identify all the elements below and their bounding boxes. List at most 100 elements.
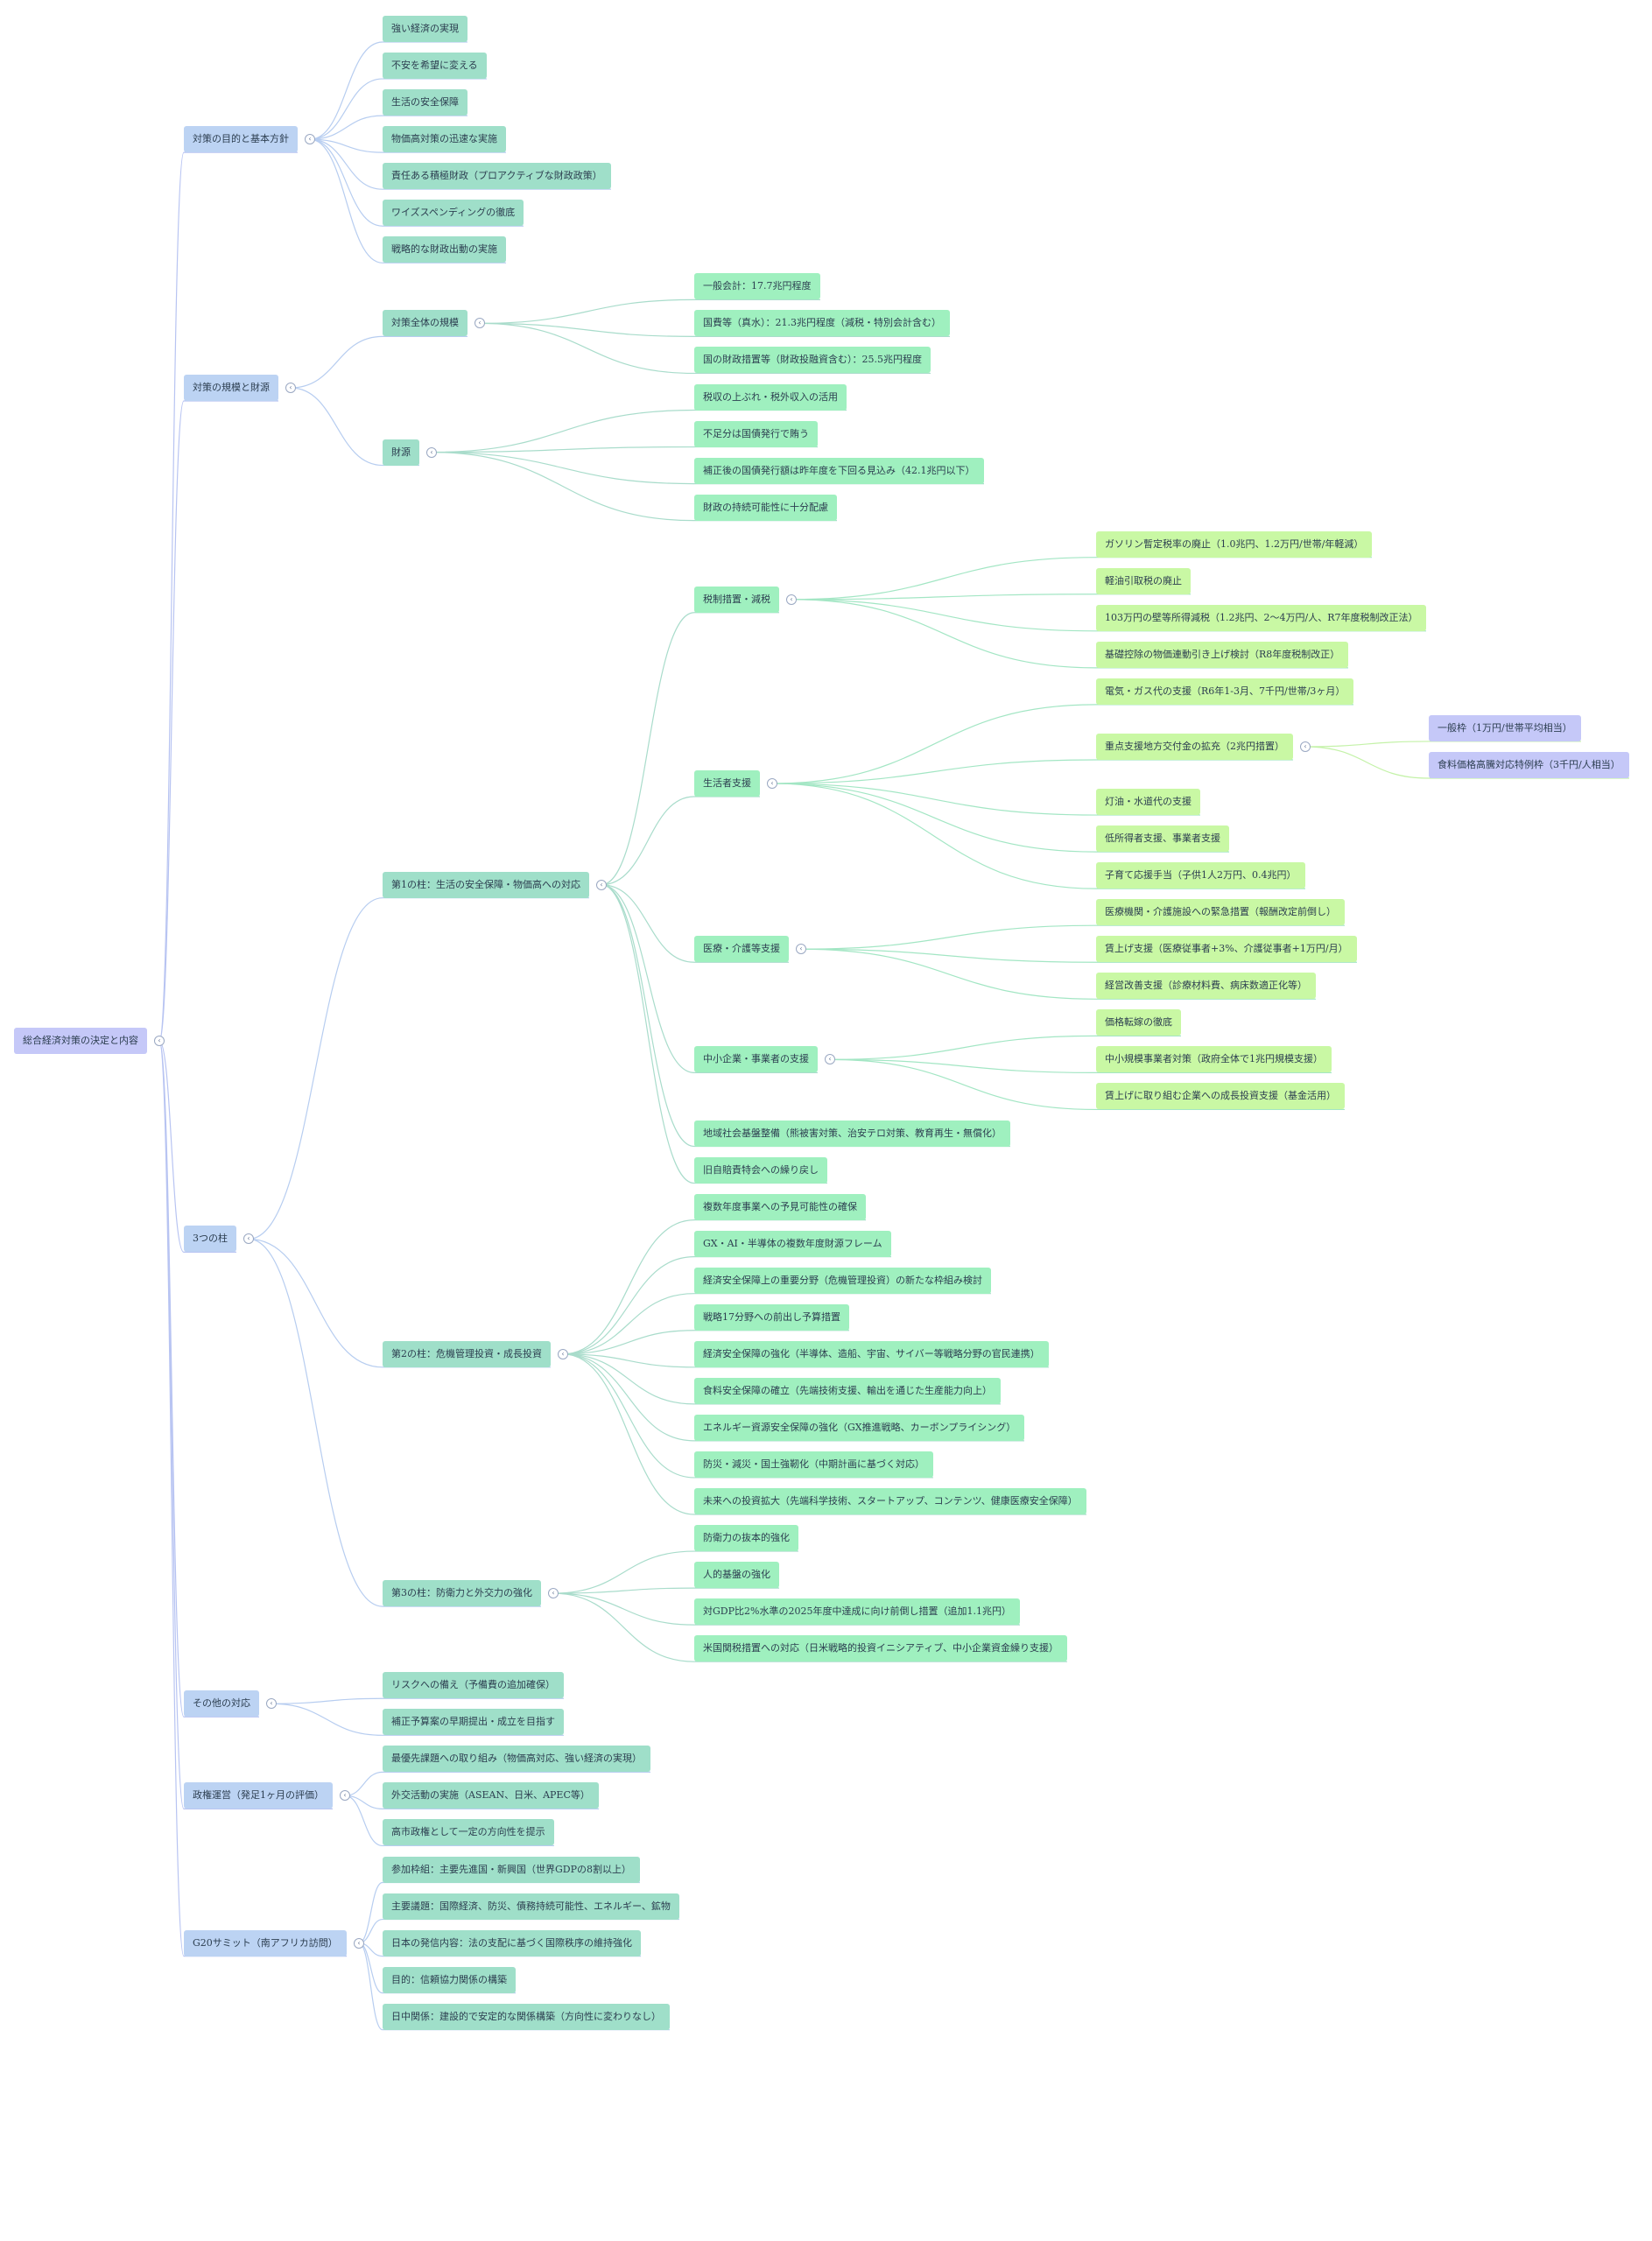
- node-depth-2[interactable]: 生活の安全保障: [383, 89, 467, 116]
- node-depth-3[interactable]: 税収の上ぶれ・税外収入の活用: [694, 383, 847, 411]
- node-depth-3[interactable]: 税制措置・減税: [694, 586, 779, 613]
- node-depth-4[interactable]: 低所得者支援、事業者支援: [1096, 825, 1229, 853]
- root-node[interactable]: 総合経済対策の決定と内容: [14, 1028, 147, 1055]
- node-depth-3[interactable]: 経済安全保障上の重要分野（危機管理投資）の新たな枠組み検討: [694, 1267, 991, 1294]
- connector-line: [309, 78, 487, 140]
- node-depth-3[interactable]: 人的基盤の強化: [694, 1562, 779, 1589]
- node-depth-3[interactable]: 対GDP比2%水準の2025年度中達成に向け前倒し措置（追加1.1兆円）: [694, 1598, 1020, 1626]
- collapse-toggle-icon[interactable]: ‹: [767, 778, 777, 790]
- node-depth-3[interactable]: エネルギー資源安全保障の強化（GX推進戦略、カーボンプライシング）: [694, 1414, 1025, 1441]
- node-depth-1[interactable]: 政権運営（発足1ヶ月の評価）: [184, 1782, 333, 1809]
- node-depth-2[interactable]: 物価高対策の迅速な実施: [383, 126, 506, 153]
- node-depth-3[interactable]: 戦略17分野への前出し予算措置: [694, 1303, 849, 1331]
- node-depth-2[interactable]: 強い経済の実現: [383, 16, 467, 42]
- collapse-toggle-icon[interactable]: ‹: [154, 1036, 165, 1047]
- node-depth-5[interactable]: 食料価格高騰対応特例枠（3千円/人相当）: [1429, 752, 1629, 778]
- node-depth-4[interactable]: 経営改善支援（診療材料費、病床数適正化等）: [1096, 973, 1316, 1000]
- node-depth-2[interactable]: 日中関係：建設的で安定的な関係構築（方向性に変わりなし）: [383, 2003, 670, 2030]
- collapse-toggle-icon[interactable]: ‹: [285, 382, 296, 393]
- node-depth-4[interactable]: 価格転嫁の徹底: [1096, 1009, 1181, 1036]
- node-depth-1[interactable]: その他の対応: [184, 1690, 259, 1718]
- node-depth-4[interactable]: 重点支援地方交付金の拡充（2兆円措置）: [1096, 733, 1293, 760]
- node-depth-2[interactable]: 外交活動の実施（ASEAN、日米、APEC等）: [383, 1782, 599, 1809]
- node-depth-2[interactable]: 参加枠組：主要先進国・新興国（世界GDPの8割以上）: [383, 1856, 641, 1883]
- collapse-toggle-icon[interactable]: ‹: [1300, 741, 1311, 752]
- node-depth-3[interactable]: 旧自賠責特会への繰り戻し: [694, 1156, 827, 1184]
- connector-line: [479, 299, 820, 324]
- node-depth-3[interactable]: 複数年度事業への予見可能性の確保: [694, 1193, 866, 1220]
- node-depth-1[interactable]: 対策の目的と基本方針: [184, 126, 298, 153]
- collapse-toggle-icon[interactable]: ‹: [475, 318, 485, 329]
- collapse-toggle-icon[interactable]: ‹: [796, 944, 806, 955]
- node-depth-3[interactable]: 一般会計：17.7兆円程度: [694, 273, 820, 300]
- node-depth-3[interactable]: 地域社会基盤整備（熊被害対策、治安テロ対策、教育再生・無償化）: [694, 1120, 1010, 1147]
- node-depth-3[interactable]: 生活者支援: [694, 770, 760, 797]
- node-depth-2[interactable]: 主要議題：国際経済、防災、債務持続可能性、エネルギー、鉱物: [383, 1893, 679, 1920]
- node-depth-3[interactable]: 医療・介護等支援: [694, 936, 789, 963]
- node-depth-4[interactable]: 賃上げ支援（医療従事者+3%、介護従事者+1万円/月）: [1096, 936, 1357, 963]
- collapse-toggle-icon[interactable]: ‹: [266, 1698, 277, 1710]
- node-depth-5[interactable]: 一般枠（1万円/世帯平均相当）: [1429, 714, 1581, 741]
- connector-line: [791, 599, 1426, 632]
- node-depth-2[interactable]: 財源: [383, 439, 419, 466]
- collapse-toggle-icon[interactable]: ‹: [825, 1054, 835, 1065]
- node-depth-3[interactable]: 経済安全保障の強化（半導体、造船、宇宙、サイバー等戦略分野の官民連携）: [694, 1340, 1049, 1367]
- node-depth-3[interactable]: 国費等（真水）：21.3兆円程度（減税・特別会計含む）: [694, 310, 950, 337]
- node-depth-2[interactable]: 不安を希望に変える: [383, 53, 487, 80]
- node-depth-3[interactable]: 財政の持続可能性に十分配慮: [694, 494, 837, 521]
- node-depth-4[interactable]: ガソリン暫定税率の廃止（1.0兆円、1.2万円/世帯/年軽減）: [1096, 530, 1373, 558]
- node-depth-2[interactable]: 戦略的な財政出動の実施: [383, 236, 506, 263]
- node-depth-3[interactable]: GX・AI・半導体の複数年度財源フレーム: [694, 1230, 891, 1257]
- node-depth-4[interactable]: 軽油引取税の廃止: [1096, 567, 1191, 594]
- collapse-toggle-icon[interactable]: ‹: [340, 1790, 350, 1802]
- node-depth-3[interactable]: 未来への投資拡大（先端科学技術、スタートアップ、コンテンツ、健康医療安全保障）: [694, 1488, 1086, 1514]
- node-depth-3[interactable]: 食料安全保障の確立（先端技術支援、輸出を通じた生産能力向上）: [694, 1377, 1001, 1404]
- node-depth-2[interactable]: ワイズスペンディングの徹底: [383, 200, 524, 227]
- node-depth-2[interactable]: 最優先課題への取り組み（物価高対応、強い経済の実現）: [383, 1746, 650, 1773]
- node-depth-4[interactable]: 103万円の壁等所得減税（1.2兆円、2〜4万円/人、R7年度税制改正法）: [1096, 604, 1427, 631]
- connector-line: [601, 884, 827, 1184]
- connector-line: [562, 1353, 1049, 1368]
- collapse-toggle-icon[interactable]: ‹: [354, 1937, 364, 1949]
- node-depth-1[interactable]: 対策の規模と財源: [184, 374, 278, 401]
- node-depth-2[interactable]: 日本の発信内容：法の支配に基づく国際秩序の維持強化: [383, 1929, 641, 1956]
- node-depth-4[interactable]: 基礎控除の物価連動引き上げ検討（R8年度税制改正）: [1096, 641, 1349, 668]
- node-depth-3[interactable]: 国の財政措置等（財政投融資含む）：25.5兆円程度: [694, 347, 931, 374]
- node-depth-3[interactable]: 補正後の国債発行額は昨年度を下回る見込み（42.1兆円以下）: [694, 457, 984, 484]
- node-depth-2[interactable]: 第2の柱：危機管理投資・成長投資: [383, 1340, 551, 1367]
- node-depth-3[interactable]: 不足分は国債発行で賄う: [694, 420, 818, 447]
- collapse-toggle-icon[interactable]: ‹: [243, 1233, 254, 1245]
- node-depth-2[interactable]: 第3の柱：防衛力と外交力の強化: [383, 1580, 541, 1607]
- node-depth-2[interactable]: 補正予算案の早期提出・成立を目指す: [383, 1709, 564, 1736]
- node-depth-3[interactable]: 中小企業・事業者の支援: [694, 1046, 818, 1073]
- node-depth-2[interactable]: 目的：信頼協力関係の構築: [383, 1966, 516, 1993]
- collapse-toggle-icon[interactable]: ‹: [426, 446, 437, 458]
- connector-line: [290, 335, 467, 389]
- connector-line: [601, 884, 789, 963]
- node-depth-2[interactable]: 対策全体の規模: [383, 310, 467, 337]
- node-depth-4[interactable]: 中小規模事業者対策（政府全体で1兆円規模支援）: [1096, 1046, 1332, 1073]
- collapse-toggle-icon[interactable]: ‹: [558, 1348, 568, 1359]
- node-depth-1[interactable]: G20サミット（南アフリカ訪問）: [184, 1929, 347, 1956]
- collapse-toggle-icon[interactable]: ‹: [596, 879, 607, 890]
- node-depth-3[interactable]: 防災・減災・国土強靭化（中期計画に基づく対応）: [694, 1451, 933, 1478]
- node-depth-1[interactable]: 3つの柱: [184, 1226, 236, 1253]
- connector-line: [601, 884, 1010, 1148]
- node-depth-4[interactable]: 医療機関・介護施設への緊急措置（報酬改定前倒し）: [1096, 899, 1345, 926]
- node-depth-4[interactable]: 電気・ガス代の支援（R6年1-3月、7千円/世帯/3ヶ月）: [1096, 678, 1354, 705]
- node-depth-2[interactable]: 高市政権として一定の方向性を提示: [383, 1819, 554, 1846]
- node-depth-3[interactable]: 米国関税措置への対応（日米戦略的投資イニシアティブ、中小企業資金繰り支援）: [694, 1635, 1068, 1662]
- node-depth-2[interactable]: リスクへの備え（予備費の追加確保）: [383, 1672, 564, 1699]
- node-depth-4[interactable]: 灯油・水道代の支援: [1096, 789, 1200, 816]
- collapse-toggle-icon[interactable]: ‹: [786, 594, 797, 605]
- connector-line: [431, 409, 847, 453]
- node-depth-4[interactable]: 賃上げに取り組む企業への成長投資支援（基金活用）: [1096, 1083, 1345, 1110]
- node-depth-4[interactable]: 子育て応援手当（子供1人2万円、0.4兆円）: [1096, 862, 1305, 889]
- node-depth-2[interactable]: 責任ある積極財政（プロアクティブな財政政策）: [383, 163, 611, 190]
- connector-line: [800, 948, 1316, 1000]
- node-depth-2[interactable]: 第1の柱：生活の安全保障・物価高への対応: [383, 871, 589, 898]
- collapse-toggle-icon[interactable]: ‹: [305, 134, 315, 145]
- connector-line: [158, 400, 278, 1042]
- collapse-toggle-icon[interactable]: ‹: [548, 1588, 559, 1599]
- node-depth-3[interactable]: 防衛力の抜本的強化: [694, 1525, 798, 1552]
